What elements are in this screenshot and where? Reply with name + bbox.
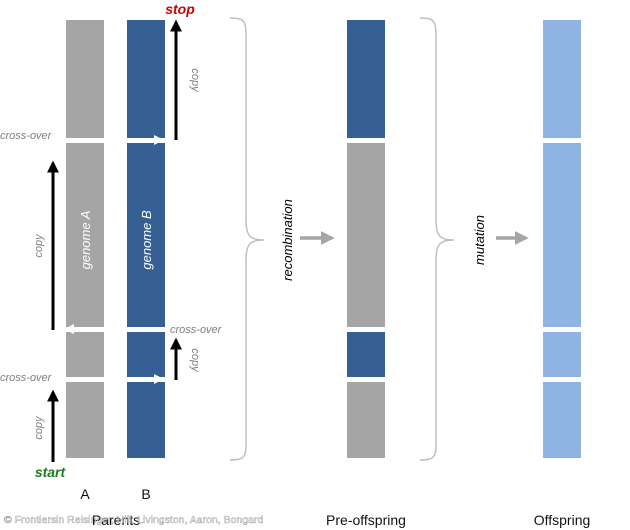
crossover-label-1: cross-over xyxy=(0,130,53,142)
start-label: start xyxy=(35,464,67,480)
mutation-label: mutation xyxy=(472,215,487,265)
crossover-label-3: cross-over xyxy=(0,372,53,384)
crossover-label-2: cross-over xyxy=(170,324,223,336)
copy-label-2: copy xyxy=(33,233,45,258)
caption-parents: Parents xyxy=(92,512,140,528)
brace-2 xyxy=(419,17,455,461)
caption-offspring: Offspring xyxy=(534,512,591,528)
genome-b-label: genome B xyxy=(139,210,154,270)
caption-a: A xyxy=(80,486,90,502)
stop-label: stop xyxy=(165,1,195,17)
brace-1 xyxy=(229,17,265,461)
pre-offspring-bar xyxy=(347,20,385,458)
caption-b: B xyxy=(141,486,150,502)
genome-a-label: genome A xyxy=(78,211,93,270)
copy-label-3: copy xyxy=(189,348,201,373)
genome-b-bar xyxy=(127,20,165,458)
credit-watermark: © Frontiersin Reisinger, Hill, Livingsto… xyxy=(4,514,263,526)
caption-pre-offspring: Pre-offspring xyxy=(326,512,406,528)
genome-a-bar xyxy=(66,20,104,458)
copy-label-1: copy xyxy=(33,415,45,440)
offspring-bar xyxy=(543,20,581,458)
recombination-label: recombination xyxy=(280,199,295,281)
copy-label-4: copy xyxy=(189,68,201,93)
